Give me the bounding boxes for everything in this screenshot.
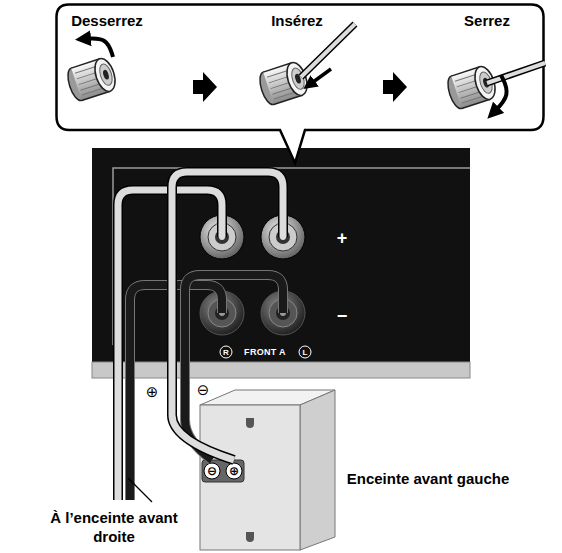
- callout-border: [57, 5, 544, 164]
- speaker-terminal-sign: ⊖: [207, 464, 217, 478]
- step-label: Insérez: [271, 12, 323, 29]
- speaker-name: Enceinte avant gauche: [347, 470, 510, 487]
- binding-post-icon: [445, 64, 499, 111]
- step-arrow: [383, 72, 407, 102]
- minus-sign: −: [337, 306, 348, 327]
- speaker-wires: [118, 172, 283, 500]
- step-arrow: [193, 72, 217, 102]
- channel-letter: R: [220, 346, 233, 359]
- panel-edge: [92, 362, 470, 378]
- wire-end: [487, 63, 545, 83]
- step-label: Serrez: [464, 12, 510, 29]
- step-label: Desserrez: [71, 12, 143, 29]
- insert-arrow: [309, 69, 331, 85]
- left-front-speaker: [200, 390, 335, 550]
- loosen-arrow: [83, 38, 113, 57]
- binding-post-icon: [257, 60, 311, 107]
- terminal-group-name: FRONT A: [244, 347, 286, 357]
- steps-callout: Desserrez Insérez Serrez: [55, 3, 545, 167]
- speaker-name: À l’enceinte avant droite: [39, 508, 189, 546]
- plus-sign: +: [337, 228, 348, 249]
- polarity-sign: ⊖: [197, 381, 210, 399]
- channel-letter: L: [299, 346, 312, 359]
- polarity-sign: ⊕: [146, 383, 159, 401]
- leader-line: [128, 478, 152, 502]
- tighten-arrow: [493, 75, 507, 113]
- binding-post-icon: [65, 56, 119, 103]
- speaker-terminal-sign: ⊕: [229, 464, 239, 478]
